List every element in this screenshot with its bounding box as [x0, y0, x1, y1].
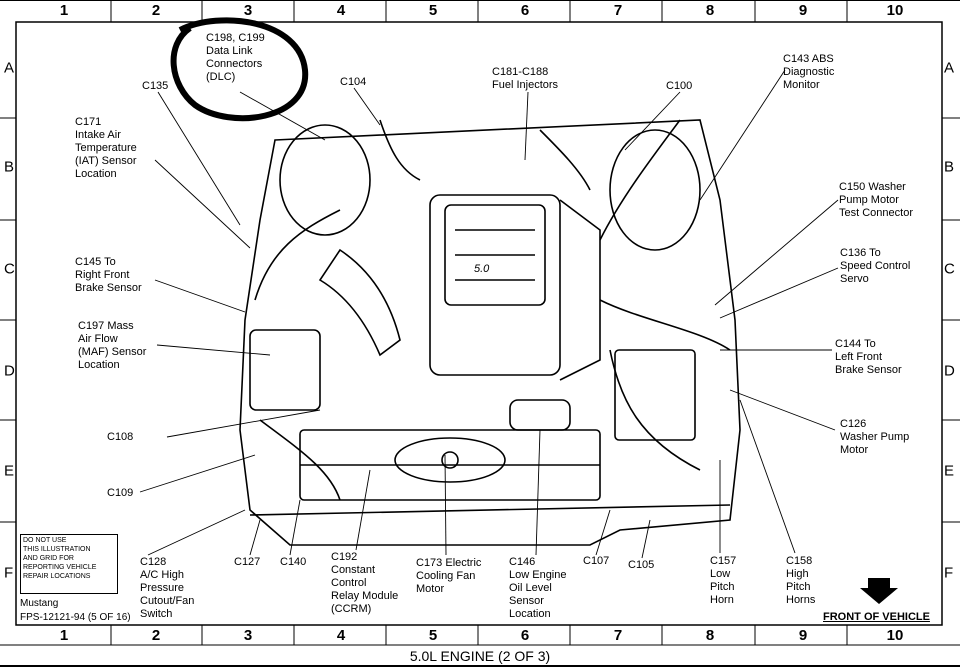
engine-badge: 5.0	[474, 263, 490, 275]
grid-row-e-right: E	[944, 462, 955, 480]
grid-col-3-top: 3	[243, 2, 253, 19]
grid-col-8-top: 8	[705, 2, 715, 19]
grid-col-9-top: 9	[798, 2, 808, 19]
label-c145-rf-brake: C145 To Right Front Brake Sensor	[75, 256, 142, 294]
grid-col-8-bottom: 8	[705, 627, 715, 644]
label-c198-dlc: C198, C199 Data Link Connectors (DLC)	[206, 32, 265, 83]
grid-row-f-left: F	[4, 564, 14, 582]
grid-col-10-top: 10	[886, 2, 904, 19]
front-arrow-icon	[860, 578, 898, 604]
grid-col-4-top: 4	[336, 2, 346, 19]
grid-col-6-top: 6	[520, 2, 530, 19]
front-of-vehicle-label: FRONT OF VEHICLE	[823, 611, 930, 623]
label-c100: C100	[666, 80, 693, 92]
grid-row-a-right: A	[944, 59, 955, 77]
disclaimer-box: DO NOT USE THIS ILLUSTRATION AND GRID FO…	[20, 534, 118, 594]
label-c108: C108	[107, 431, 134, 443]
grid-col-9-bottom: 9	[798, 627, 808, 644]
grid-row-c-right: C	[944, 260, 955, 278]
label-c109: C109	[107, 487, 134, 499]
grid-col-7-bottom: 7	[613, 627, 623, 644]
label-c150-washer-test: C150 Washer Pump Motor Test Connector	[839, 181, 913, 219]
grid-col-5-top: 5	[428, 2, 438, 19]
grid-col-2-bottom: 2	[151, 627, 161, 644]
label-c171-iat: C171 Intake Air Temperature (IAT) Sensor…	[75, 116, 137, 180]
grid-row-d-right: D	[944, 362, 955, 380]
label-c140: C140	[280, 556, 307, 568]
grid-col-3-bottom: 3	[243, 627, 253, 644]
grid-col-7-top: 7	[613, 2, 623, 19]
grid-ticks	[0, 0, 960, 646]
grid-col-4-bottom: 4	[336, 627, 346, 644]
label-c107: C107	[583, 555, 610, 567]
grid-row-c-left: C	[4, 260, 15, 278]
diagram-caption: 5.0L ENGINE (2 OF 3)	[409, 648, 551, 664]
grid-col-2-top: 2	[151, 2, 161, 19]
label-c173-fan-motor: C173 Electric Cooling Fan Motor	[416, 557, 482, 595]
label-c136-speed-control: C136 To Speed Control Servo	[840, 247, 911, 285]
vehicle-model: Mustang	[20, 598, 59, 609]
grid-col-5-bottom: 5	[428, 627, 438, 644]
label-c146-oil-sensor: C146 Low Engine Oil Level Sensor Locatio…	[509, 556, 567, 620]
grid-col-10-bottom: 10	[886, 627, 904, 644]
grid-col-1-top: 1	[59, 2, 69, 19]
label-c128-ac-switch: C128 A/C High Pressure Cutout/Fan Switch	[140, 556, 195, 620]
label-c197-maf: C197 Mass Air Flow (MAF) Sensor Location	[78, 320, 147, 371]
label-c105: C105	[628, 559, 655, 571]
grid-row-b-left: B	[4, 158, 15, 176]
label-c127: C127	[234, 556, 261, 568]
label-c144-lf-brake: C144 To Left Front Brake Sensor	[835, 338, 902, 376]
grid-row-a-left: A	[4, 59, 15, 77]
diagram-border	[15, 21, 943, 626]
grid-row-d-left: D	[4, 362, 15, 380]
label-c181-injectors: C181-C188 Fuel Injectors	[492, 66, 559, 91]
grid-col-1-bottom: 1	[59, 627, 69, 644]
label-c143-abs: C143 ABS Diagnostic Monitor	[783, 53, 835, 91]
engine-bay	[239, 119, 741, 546]
leader-lines	[139, 69, 839, 559]
label-c104: C104	[340, 76, 367, 88]
grid-row-f-right: F	[944, 564, 954, 582]
label-c157-low-horn: C157 Low Pitch Horn	[710, 555, 737, 606]
grid-row-b-right: B	[944, 158, 955, 176]
label-c135: C135	[142, 80, 169, 92]
figure-code: FPS-12121-94 (5 OF 16)	[20, 612, 131, 623]
label-c158-high-horns: C158 High Pitch Horns	[786, 555, 816, 606]
grid-row-e-left: E	[4, 462, 15, 480]
grid-col-6-bottom: 6	[520, 627, 530, 644]
label-c126-washer-pump: C126 Washer Pump Motor	[840, 418, 910, 456]
highlight-circle	[170, 17, 309, 122]
label-c192-ccrm: C192 Constant Control Relay Module (CCRM…	[331, 551, 399, 615]
